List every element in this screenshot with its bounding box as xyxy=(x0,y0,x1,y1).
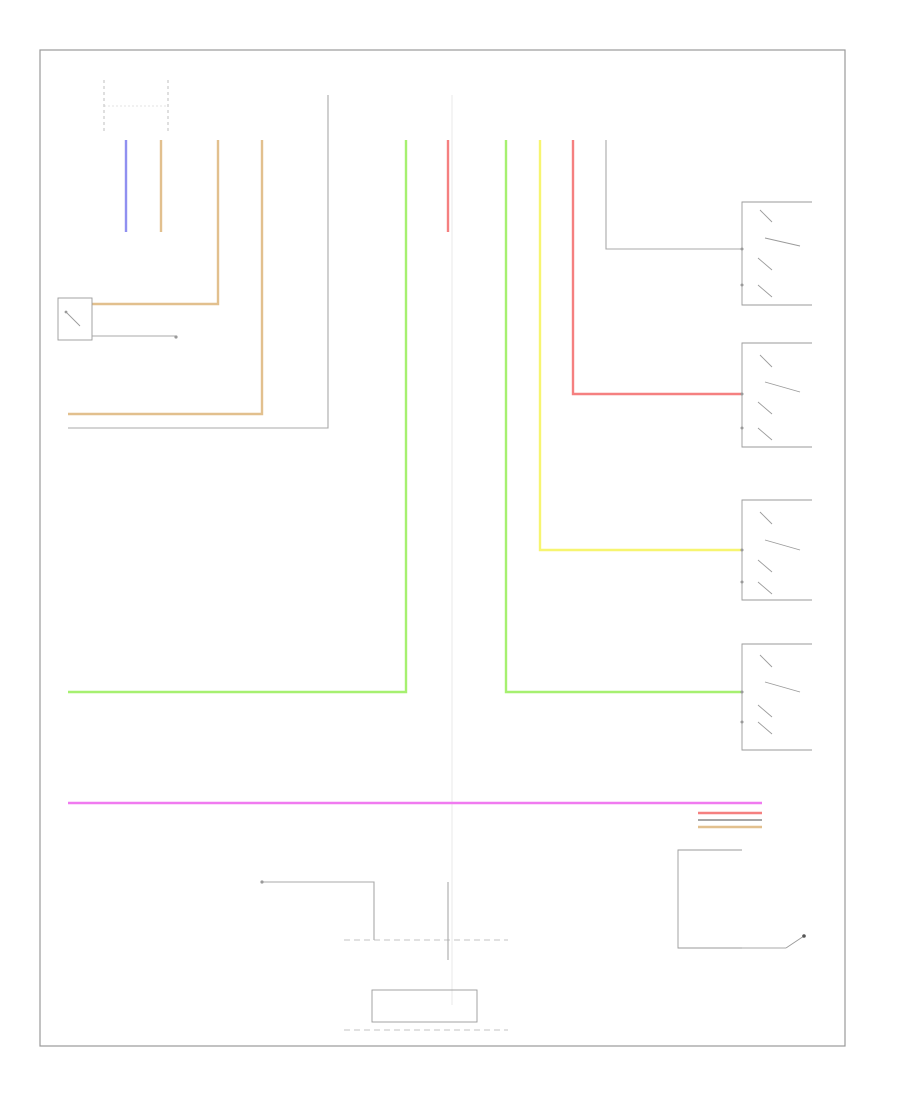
wire-gray-lower xyxy=(262,881,375,940)
diagram-frame xyxy=(39,49,846,1047)
wire-green-right xyxy=(504,140,742,694)
wire-gray-right xyxy=(605,140,742,250)
switch-right-rear-2 xyxy=(740,342,812,448)
switch-bottom-right xyxy=(677,849,806,949)
connector-dot xyxy=(174,335,178,339)
ground-icon xyxy=(371,989,478,1023)
wire-tan-brake xyxy=(92,140,220,306)
connector-dot xyxy=(260,880,264,884)
brake-switch xyxy=(57,297,93,341)
switch-top-right xyxy=(740,201,812,306)
switch-icon xyxy=(57,297,93,341)
switch-left-front xyxy=(740,643,812,751)
wire-red-right xyxy=(571,140,742,396)
wire-gray-center xyxy=(68,95,329,429)
wire-tan-long xyxy=(68,140,264,416)
wire-green-left xyxy=(68,140,408,694)
ground-block xyxy=(344,989,508,1031)
wire-yellow xyxy=(538,140,742,552)
switch-left-rear xyxy=(740,499,812,601)
